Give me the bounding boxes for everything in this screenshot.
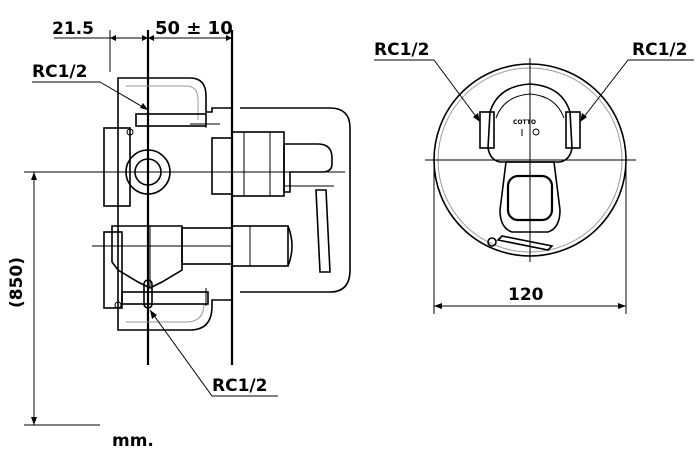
dim-120-label: 120 — [508, 285, 544, 305]
dim-50-arrow-right — [226, 35, 232, 41]
mounting-lug-lower — [103, 231, 123, 309]
mounting-lug-left — [103, 127, 131, 207]
fixing-screw — [487, 237, 497, 247]
dim-50-label: 50 ± 10 — [155, 18, 233, 39]
side-view — [92, 30, 351, 365]
dim-50-arrow-left — [148, 35, 154, 41]
callout-leader — [433, 59, 481, 123]
lever-front-tip — [496, 235, 554, 251]
lower-outlet-spout — [231, 225, 289, 267]
valve-body-outline — [117, 77, 233, 331]
hub-side-left — [479, 111, 495, 149]
fixing-hole-bottom — [114, 301, 122, 309]
dimension-850: (850) — [7, 171, 100, 426]
valve-body-inner-line — [126, 85, 205, 323]
escutcheon-side — [240, 107, 351, 293]
hub-indicator-dot — [532, 128, 540, 136]
dim-120-arrow-left — [434, 303, 442, 309]
dim-120-arrow-right — [618, 303, 626, 309]
dim-850-arrow-bottom — [31, 417, 37, 425]
lever-handle-grip — [315, 189, 331, 273]
dim-850-arrow-top — [31, 172, 37, 180]
unit-label: mm. — [112, 431, 154, 451]
callout-arrow — [580, 113, 587, 122]
callout-arrow — [150, 310, 157, 319]
lower-thread-slot — [143, 279, 153, 309]
callout-label: RC1/2 — [374, 40, 429, 60]
dim-850-label: (850) — [7, 257, 27, 308]
callout-thread-top-left: RC1/2 — [32, 62, 149, 111]
callout-leader — [149, 309, 213, 397]
callout-thread-front-right: RC1/2 — [579, 40, 694, 123]
lever-front-grip — [506, 174, 554, 222]
upper-stem-housing — [231, 131, 285, 197]
upper-stem-base — [211, 137, 233, 195]
callout-label: RC1/2 — [632, 40, 687, 60]
handle-hub-inner — [495, 93, 565, 119]
lever-front-body — [499, 161, 561, 233]
dimension-120: 120 — [433, 160, 627, 314]
dim-arrow-right — [142, 35, 148, 41]
callout-arrow — [140, 103, 148, 110]
dimension-50-10: 50 ± 10 — [148, 18, 233, 41]
dimension-21-5: 21.5 — [52, 19, 148, 41]
hub-side-right — [565, 111, 581, 149]
dim-arrow-left — [110, 35, 116, 41]
callout-leader — [579, 59, 629, 123]
lever-handle-head — [283, 143, 333, 193]
callout-label: RC1/2 — [32, 62, 87, 82]
front-view: COTTO — [425, 58, 636, 262]
callout-leader — [99, 81, 149, 111]
lower-thread-pipe — [121, 291, 209, 305]
callout-arrow — [473, 113, 480, 122]
callout-label: RC1/2 — [212, 376, 267, 396]
dim-21-5-label: 21.5 — [52, 19, 94, 39]
callout-thread-front-left: RC1/2 — [374, 40, 481, 123]
lower-outlet-tip — [287, 225, 293, 267]
brand-logo-text: COTTO — [513, 119, 536, 126]
callout-thread-bottom: RC1/2 — [149, 309, 278, 397]
fixing-hole-top — [126, 128, 134, 136]
